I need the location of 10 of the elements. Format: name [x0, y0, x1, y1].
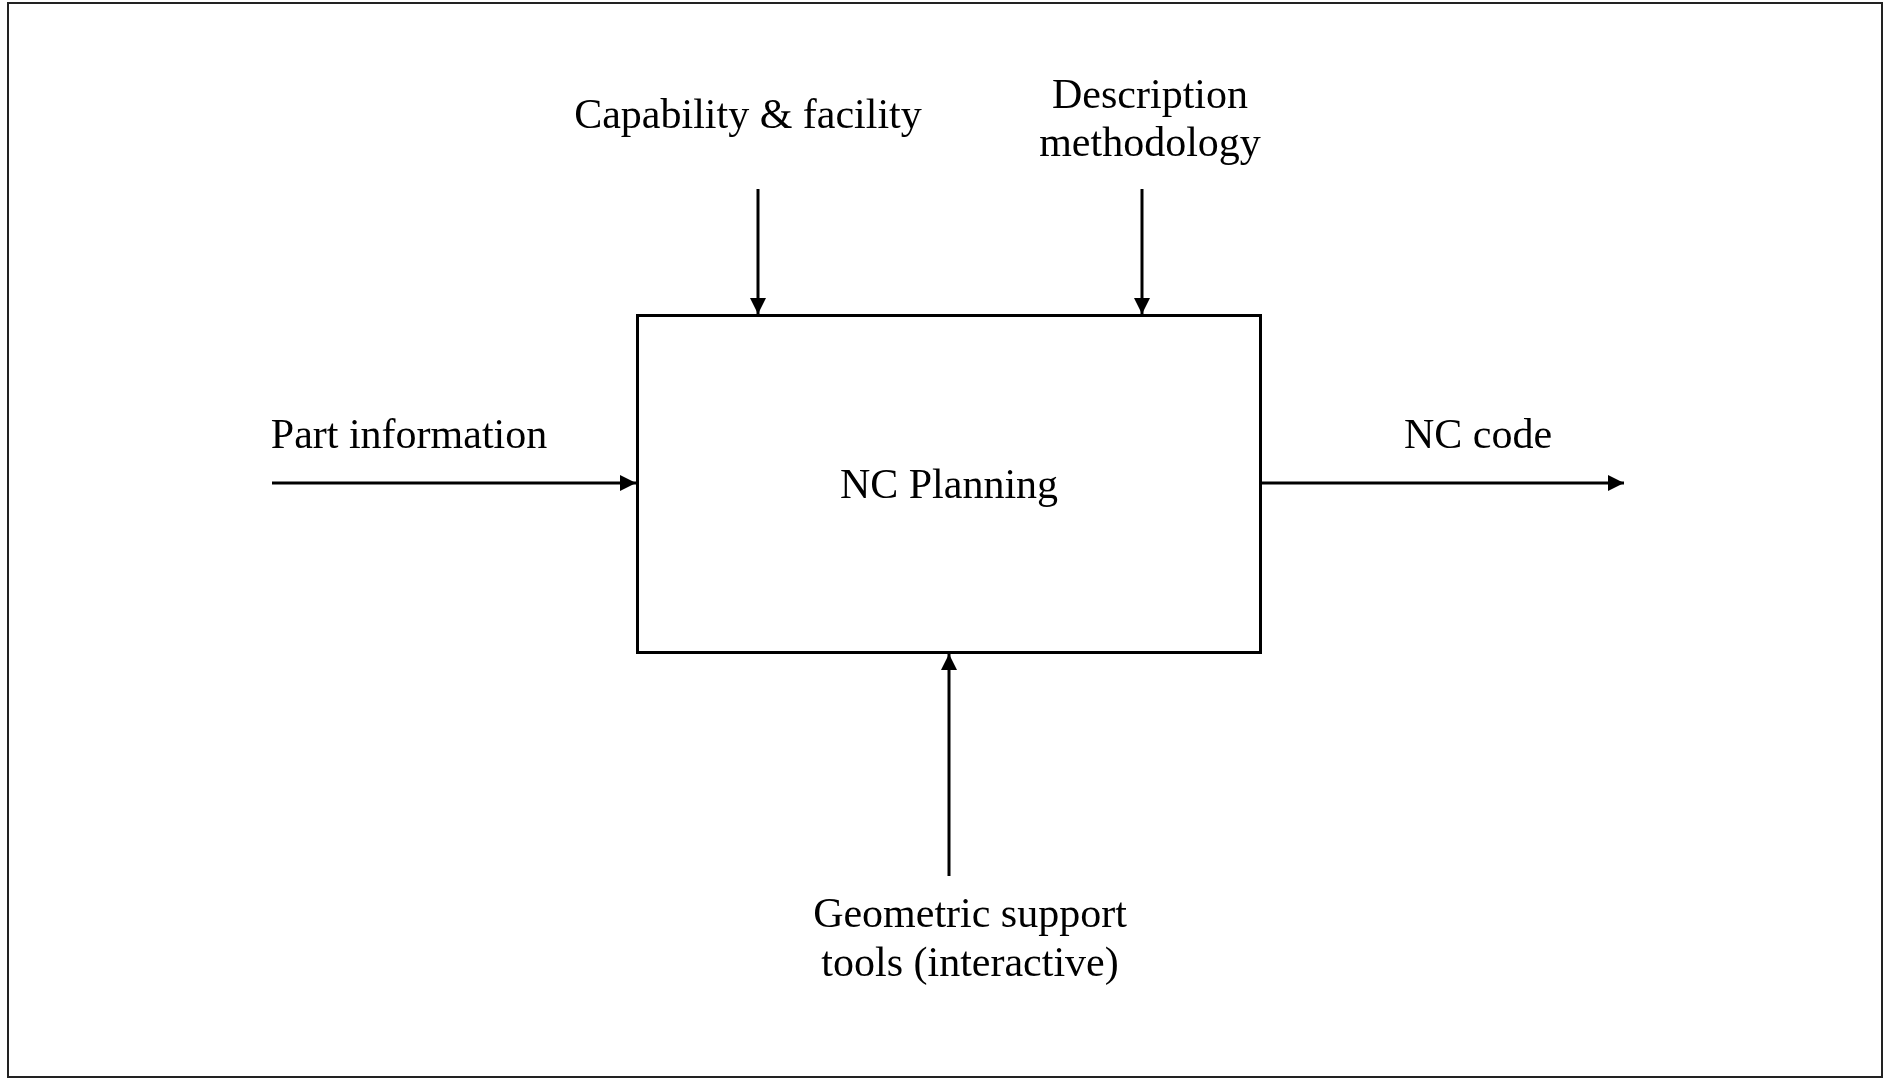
arrow: [750, 189, 766, 314]
input-label: Geometric support tools (interactive): [812, 889, 1128, 986]
arrow: [941, 654, 957, 876]
arrow: [1262, 475, 1624, 491]
input-label: Description methodology: [1038, 70, 1262, 167]
arrow: [272, 475, 636, 491]
arrow: [1134, 189, 1150, 314]
process-box: [636, 314, 1262, 654]
input-label: Capability & facility: [574, 90, 922, 139]
box-label: NC Planning: [839, 459, 1059, 509]
